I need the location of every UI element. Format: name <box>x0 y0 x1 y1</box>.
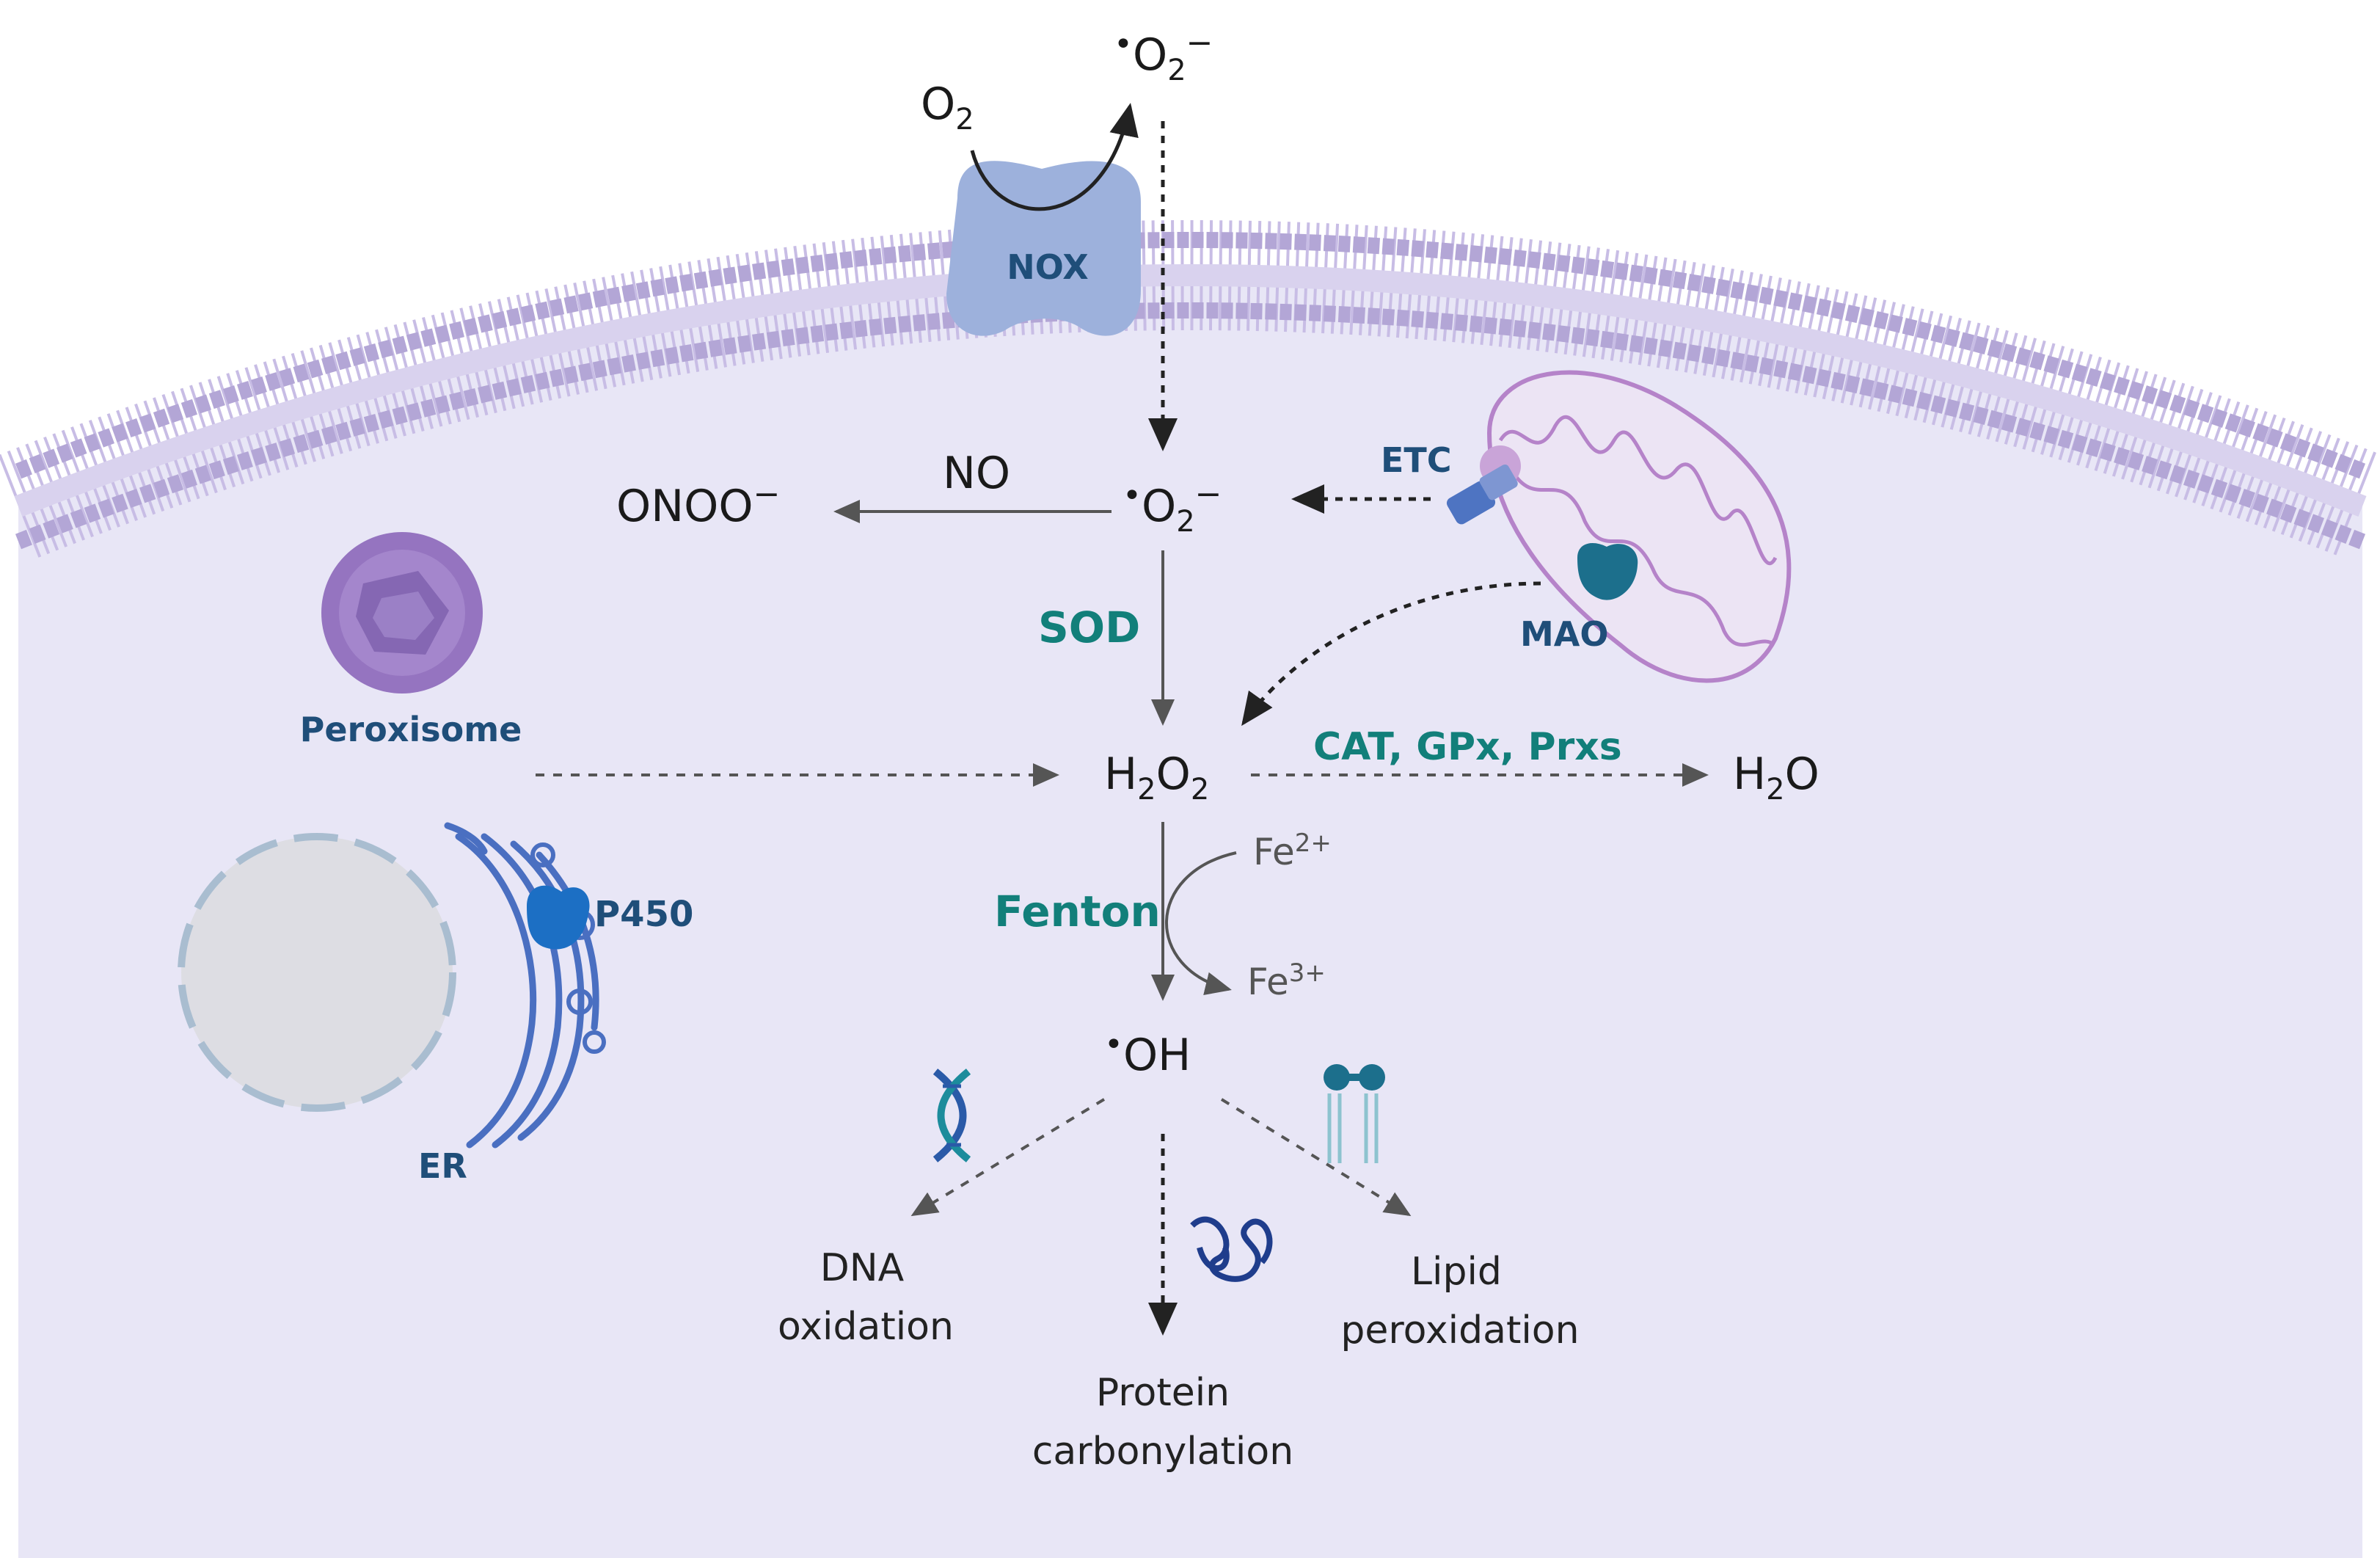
hydrogen-peroxide: H2O2 <box>1104 749 1209 807</box>
svg-text:Lipid: Lipid <box>1411 1250 1502 1294</box>
iron-redox-arc <box>1165 851 1237 995</box>
protein-icon <box>1190 1216 1273 1282</box>
svg-text:Protein: Protein <box>1096 1371 1230 1415</box>
dna-icon <box>932 1069 971 1162</box>
lipid-bilayer-icon <box>1324 1064 1385 1163</box>
peroxisome <box>321 532 483 694</box>
p450-enzyme-icon <box>527 885 590 950</box>
lipid-peroxidation-label: Lipid peroxidation <box>1340 1250 1579 1353</box>
nox-reaction-arc <box>970 103 1139 211</box>
superoxide: •O2− <box>1123 476 1222 539</box>
mitochondrion <box>1446 370 1792 683</box>
nitric-oxide: NO <box>943 448 1010 499</box>
nox-label: NOX <box>1007 247 1088 287</box>
mao-label: MAO <box>1520 614 1608 654</box>
nox-protein: NOX <box>946 161 1141 336</box>
outside-superoxide: •O2− <box>1114 24 1213 87</box>
svg-text:DNA: DNA <box>820 1246 905 1290</box>
er-label: ER <box>418 1146 467 1186</box>
cell-membrane <box>0 220 2380 558</box>
lipid-damage-arrow <box>1220 1098 1412 1217</box>
peroxisome-label: Peroxisome <box>300 710 522 749</box>
ferric-iron: Fe3+ <box>1247 958 1326 1003</box>
mao-h2o2-arrow <box>1241 581 1541 727</box>
sod-label: SOD <box>1038 603 1140 652</box>
etc-complex-icon <box>1446 445 1521 525</box>
hydroxyl-radical: •OH <box>1104 1026 1191 1081</box>
outside-oxygen: O2 <box>921 79 974 136</box>
dna-damage-arrow <box>910 1098 1106 1217</box>
etc-label: ETC <box>1381 440 1452 480</box>
protein-carbonylation-label: Protein carbonylation <box>1032 1371 1293 1474</box>
svg-text:oxidation: oxidation <box>778 1305 954 1349</box>
peroxynitrite: ONOO− <box>616 476 780 532</box>
fenton-label: Fenton <box>994 887 1161 936</box>
water: H2O <box>1733 749 1819 807</box>
svg-text:peroxidation: peroxidation <box>1340 1308 1579 1353</box>
scavenger-enzymes-label: CAT, GPx, Prxs <box>1313 725 1622 769</box>
ferrous-iron: Fe2+ <box>1253 829 1332 873</box>
svg-text:carbonylation: carbonylation <box>1032 1430 1293 1474</box>
p450-label: P450 <box>594 894 693 935</box>
mao-enzyme-icon <box>1577 543 1638 600</box>
nucleus <box>178 833 456 1112</box>
dna-oxidation-label: DNA oxidation <box>778 1246 954 1349</box>
